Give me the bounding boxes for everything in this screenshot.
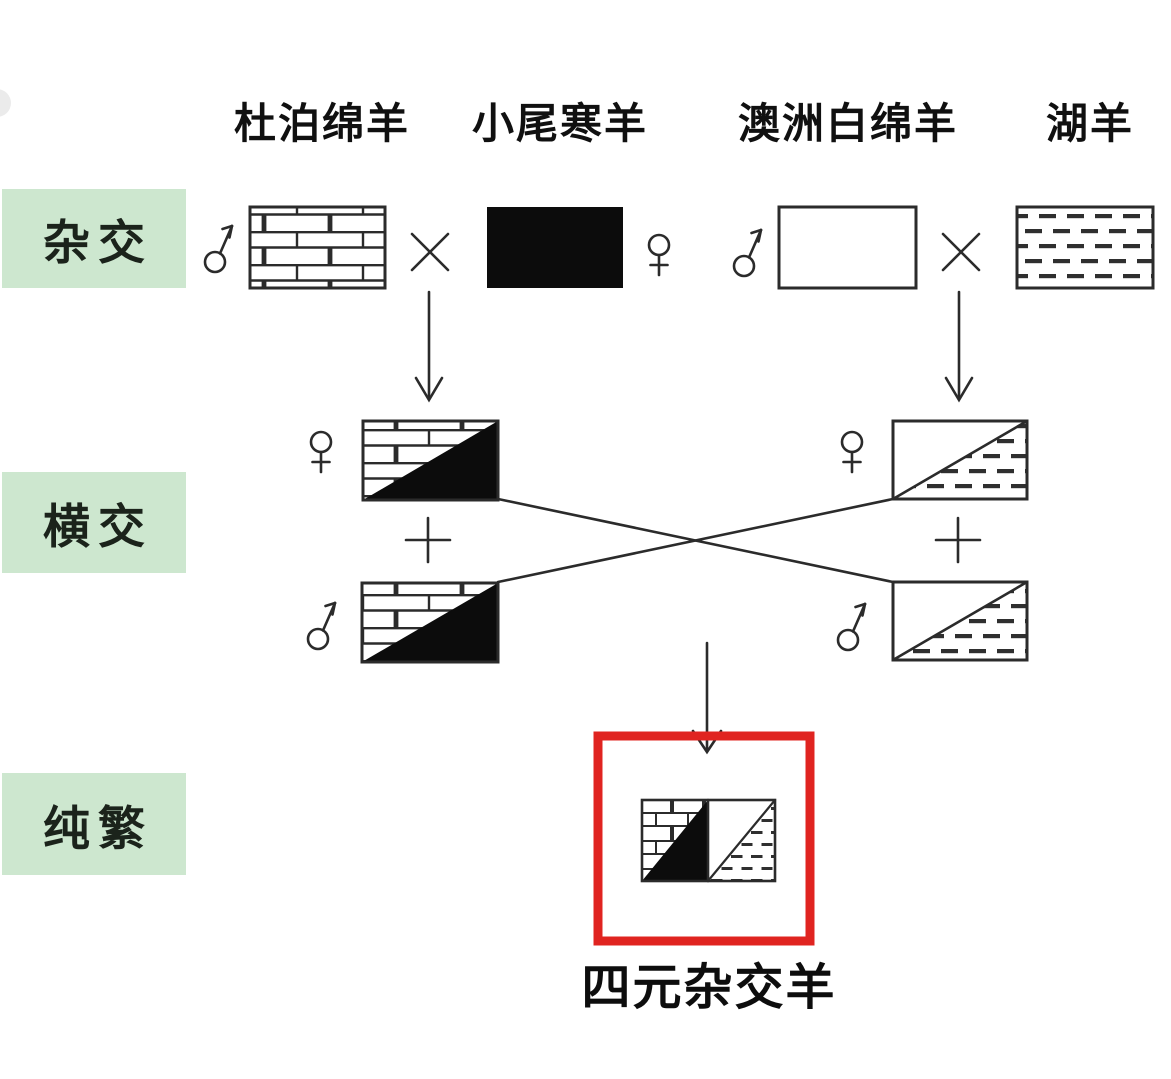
- stage-label-hybridize: 杂交: [2, 189, 186, 288]
- highlight-box: [593, 731, 815, 946]
- female-icon: [309, 430, 333, 474]
- f1-left-ram-rect: [360, 581, 500, 664]
- f1-left-ewe-rect: [361, 419, 500, 502]
- breed-label-hu-sheep: 湖羊: [1045, 100, 1135, 147]
- male-icon: [203, 224, 234, 274]
- han-rect: [487, 207, 623, 288]
- plus-icon: [404, 516, 452, 564]
- female-icon: [840, 430, 864, 474]
- dorper-rect: [250, 207, 385, 288]
- male-icon: [306, 601, 337, 651]
- plus-icon: [934, 516, 982, 564]
- male-icon: [732, 228, 763, 278]
- result-rect: [640, 798, 777, 883]
- breed-label-small-tail-han: 小尾寒羊: [471, 100, 649, 147]
- breed-label-australian-white: 澳洲白绵羊: [737, 100, 959, 147]
- australian-white-rect: [777, 205, 918, 290]
- stage-label-intercross: 横交: [2, 472, 186, 573]
- hu-rect: [1017, 207, 1153, 288]
- cross-icon: [941, 232, 981, 272]
- f1-right-ram-rect: [891, 580, 1029, 662]
- female-icon: [647, 233, 671, 277]
- breed-label-dorper: 杜泊绵羊: [233, 100, 411, 147]
- male-icon: [836, 602, 867, 652]
- edge-artifact-circle: [0, 89, 11, 117]
- down-arrow-icon: [414, 290, 444, 403]
- result-caption: 四元杂交羊: [581, 961, 837, 1015]
- stage-label-purebreeding: 纯繁: [2, 773, 186, 875]
- f1-right-ewe-rect: [891, 419, 1029, 501]
- crossing-lines: [496, 497, 895, 584]
- cross-icon: [410, 232, 450, 272]
- down-arrow-icon: [944, 290, 974, 403]
- dorper-rect-outline: [248, 205, 387, 290]
- hu-rect-outline: [1015, 205, 1155, 290]
